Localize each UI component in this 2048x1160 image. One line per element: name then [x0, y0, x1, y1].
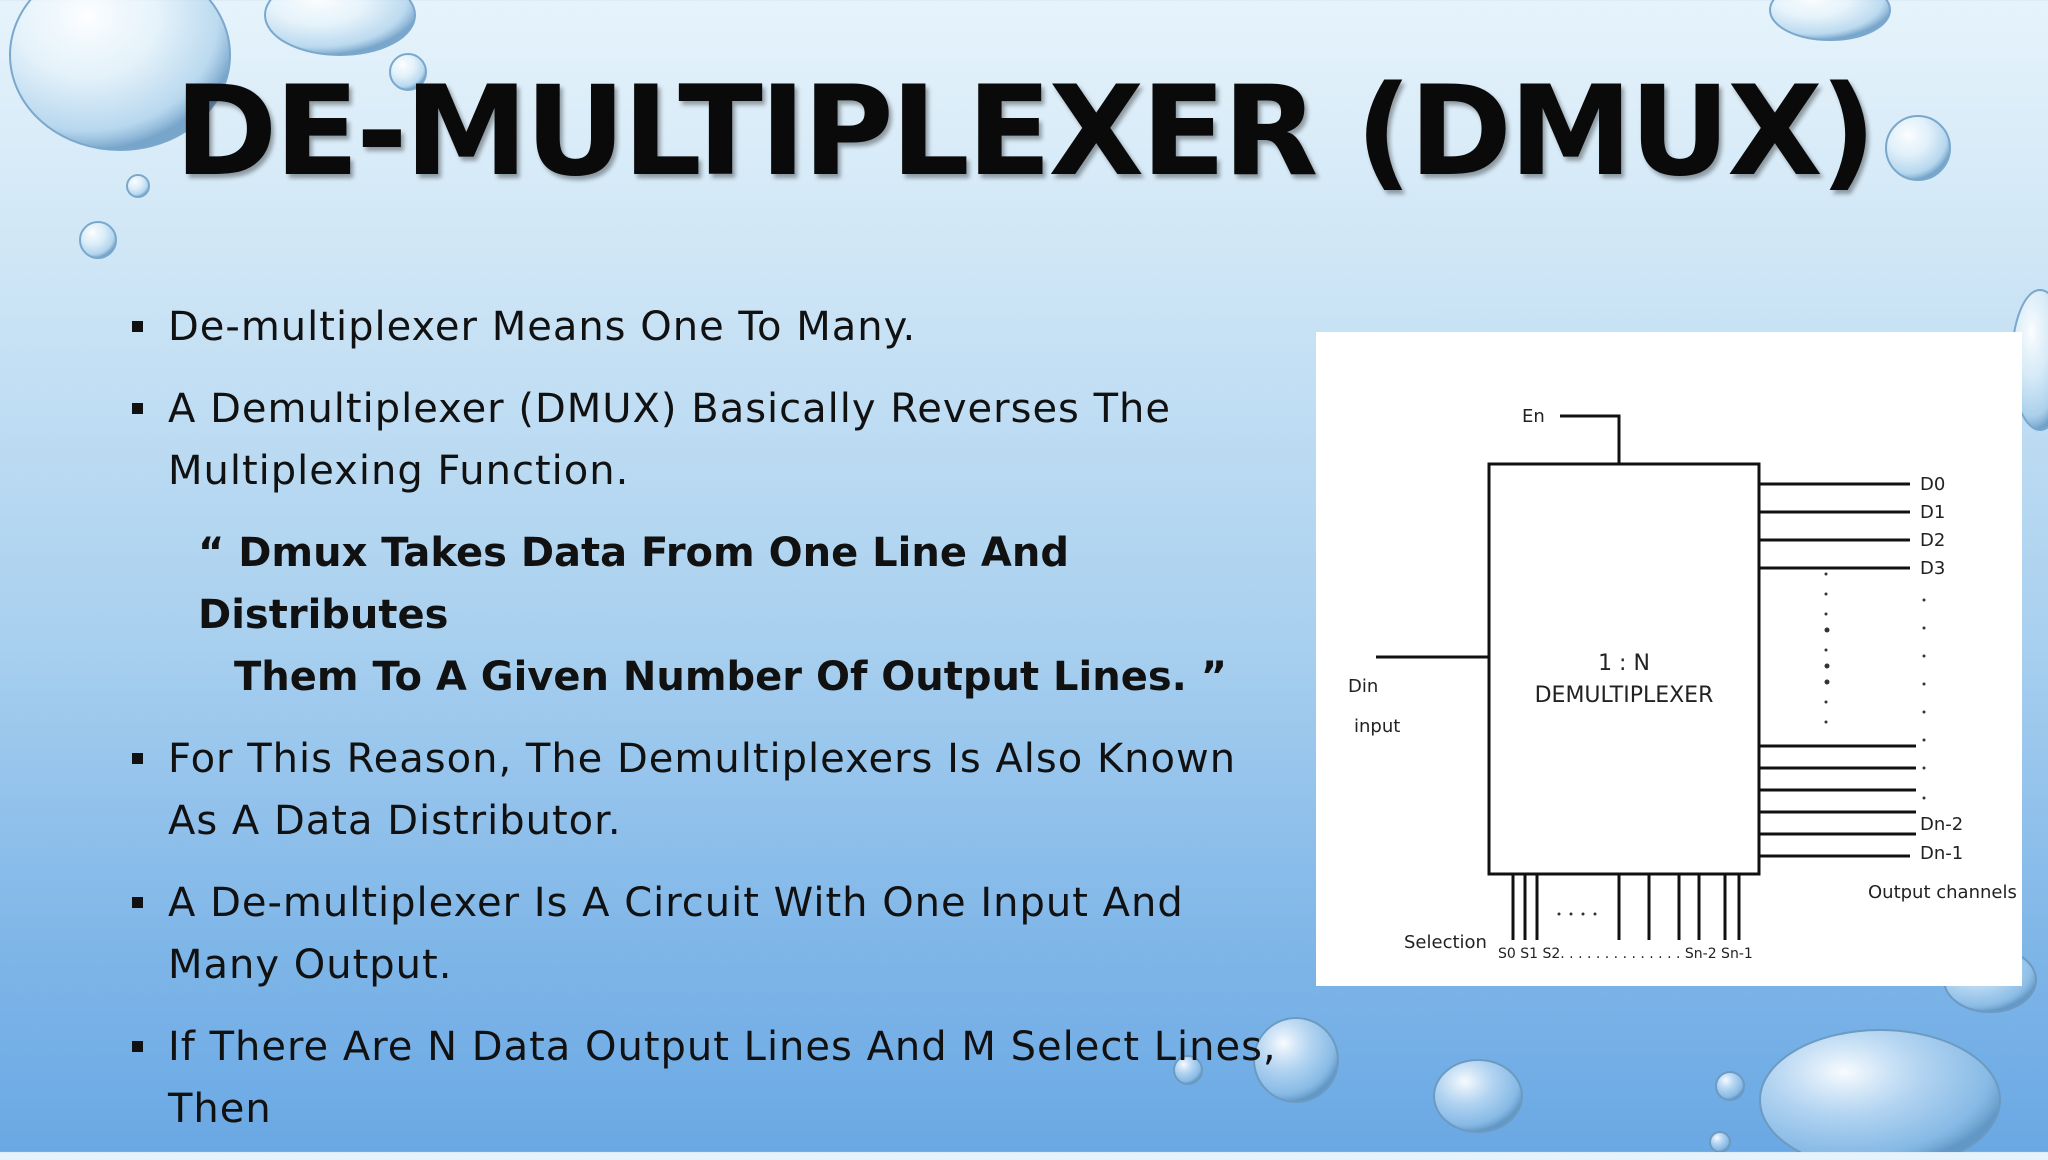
square-bullet-icon — [132, 403, 143, 414]
output-label-dn-1: Dn-1 — [1920, 843, 1963, 864]
bullet-text: De-multiplexer Means One To Many. — [168, 304, 917, 350]
bullet-text: For This Reason, The Demultiplexers Is A… — [168, 736, 1237, 844]
droplet — [1709, 1131, 1731, 1152]
droplet — [1253, 1017, 1339, 1103]
ratio-label: 1 : N — [1598, 651, 1650, 676]
selection-label: Selection — [1404, 932, 1487, 953]
square-bullet-icon — [132, 321, 143, 332]
droplet — [1433, 1059, 1523, 1133]
output-label-d3: D3 — [1920, 558, 1945, 579]
quote-line-1: “ Dmux Takes Data From One Line And Dist… — [198, 530, 1069, 638]
output-caption: Output channels — [1868, 882, 2017, 903]
droplet — [1759, 1029, 2001, 1152]
droplet — [9, 0, 231, 151]
square-bullet-icon — [132, 753, 143, 764]
bullet-item: For This Reason, The Demultiplexers Is A… — [128, 728, 1288, 852]
definition-quote: “ Dmux Takes Data From One Line And Dist… — [128, 522, 1288, 708]
demux-block-diagram: En 1 : N DEMULTIPLEXER Din input D0 D1 D… — [1348, 406, 2017, 962]
droplet — [126, 174, 150, 198]
ellipsis-dots — [1557, 572, 1926, 916]
output-label-d1: D1 — [1920, 502, 1945, 523]
droplet — [1715, 1071, 1745, 1101]
bullet-item: A Demultiplexer (DMUX) Basically Reverse… — [128, 378, 1288, 502]
enable-label: En — [1522, 406, 1545, 427]
demux-box — [1487, 462, 1761, 876]
square-bullet-icon — [132, 1041, 143, 1052]
bullet-list: De-multiplexer Means One To Many. A Demu… — [128, 296, 1288, 1160]
output-label-d2: D2 — [1920, 530, 1945, 551]
enable-line — [1560, 414, 1621, 464]
bullet-text: A De-multiplexer Is A Circuit With One I… — [168, 880, 1184, 988]
quote-line-2: Them To A Given Number Of Output Lines. … — [234, 654, 1228, 700]
output-label-d0: D0 — [1920, 474, 1945, 495]
input-label: Din — [1348, 676, 1378, 697]
droplet — [1769, 0, 1891, 41]
output-label-dn-2: Dn-2 — [1920, 814, 1963, 835]
droplet — [1885, 115, 1951, 181]
bullet-text: A Demultiplexer (DMUX) Basically Reverse… — [168, 386, 1172, 494]
slide-title: DE-MULTIPLEXER (DMUX) — [174, 60, 1877, 204]
droplet — [1173, 1055, 1203, 1085]
bullet-item: A De-multiplexer Is A Circuit With One I… — [128, 872, 1288, 996]
input-sub-label: input — [1354, 716, 1400, 737]
select-lines-label: S0 S1 S2. . . . . . . . . . . . . . Sn-2… — [1498, 946, 1753, 962]
droplet — [264, 0, 416, 56]
bullet-text: If There Are N Data Output Lines And M S… — [168, 1024, 1277, 1132]
droplet — [389, 53, 427, 91]
demux-label: DEMULTIPLEXER — [1535, 683, 1714, 708]
droplet — [79, 221, 117, 259]
bullet-item: If There Are N Data Output Lines And M S… — [128, 1016, 1288, 1140]
bullet-item: De-multiplexer Means One To Many. — [128, 296, 1288, 358]
demultiplexer-diagram: En 1 : N DEMULTIPLEXER Din input D0 D1 D… — [1316, 332, 2022, 986]
square-bullet-icon — [132, 897, 143, 908]
